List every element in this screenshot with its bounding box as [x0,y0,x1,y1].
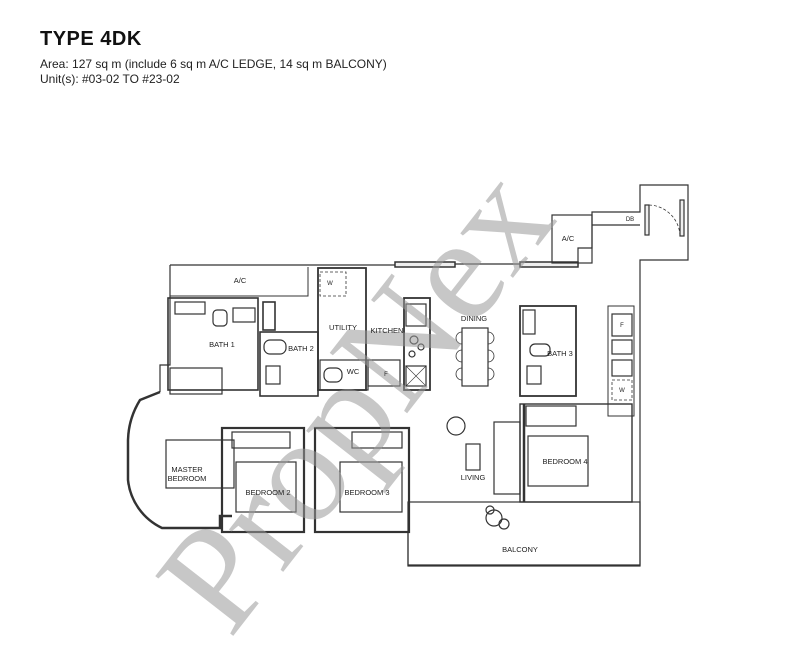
room-bath-2: BATH 2 [288,344,314,353]
room-master-bedroom-line2: BEDROOM [168,474,207,483]
propnex-watermark: PropNex [125,138,584,652]
plan-type-title: TYPE 4DK [40,28,142,50]
room-bath-3: BATH 3 [547,349,573,358]
room-kitchen: KITCHEN [371,326,404,335]
room-ac-top: A/C [234,276,247,285]
room-db: DB [626,217,634,223]
washer-right: W [619,388,625,394]
room-bedroom-2: BEDROOM 2 [245,488,290,497]
room-master-bedroom-line1: MASTER [171,465,203,474]
fridge-kitchen: F [384,372,388,378]
fridge-right: F [620,323,624,329]
room-dining: DINING [461,314,487,323]
room-wc: WC [347,367,360,376]
plan-units: Unit(s): #03-02 TO #23-02 [40,72,180,86]
room-living: LIVING [461,473,486,482]
room-utility: UTILITY [329,323,357,332]
plan-header: TYPE 4DK Area: 127 sq m (include 6 sq m … [40,28,387,87]
room-bedroom-3: BEDROOM 3 [344,488,389,497]
room-ac-right: A/C [562,234,575,243]
room-bath-1: BATH 1 [209,340,235,349]
room-balcony: BALCONY [502,545,538,554]
room-bedroom-4: BEDROOM 4 [542,457,587,466]
plan-area: Area: 127 sq m (include 6 sq m A/C LEDGE… [40,57,387,71]
washer-utility: W [327,281,333,287]
